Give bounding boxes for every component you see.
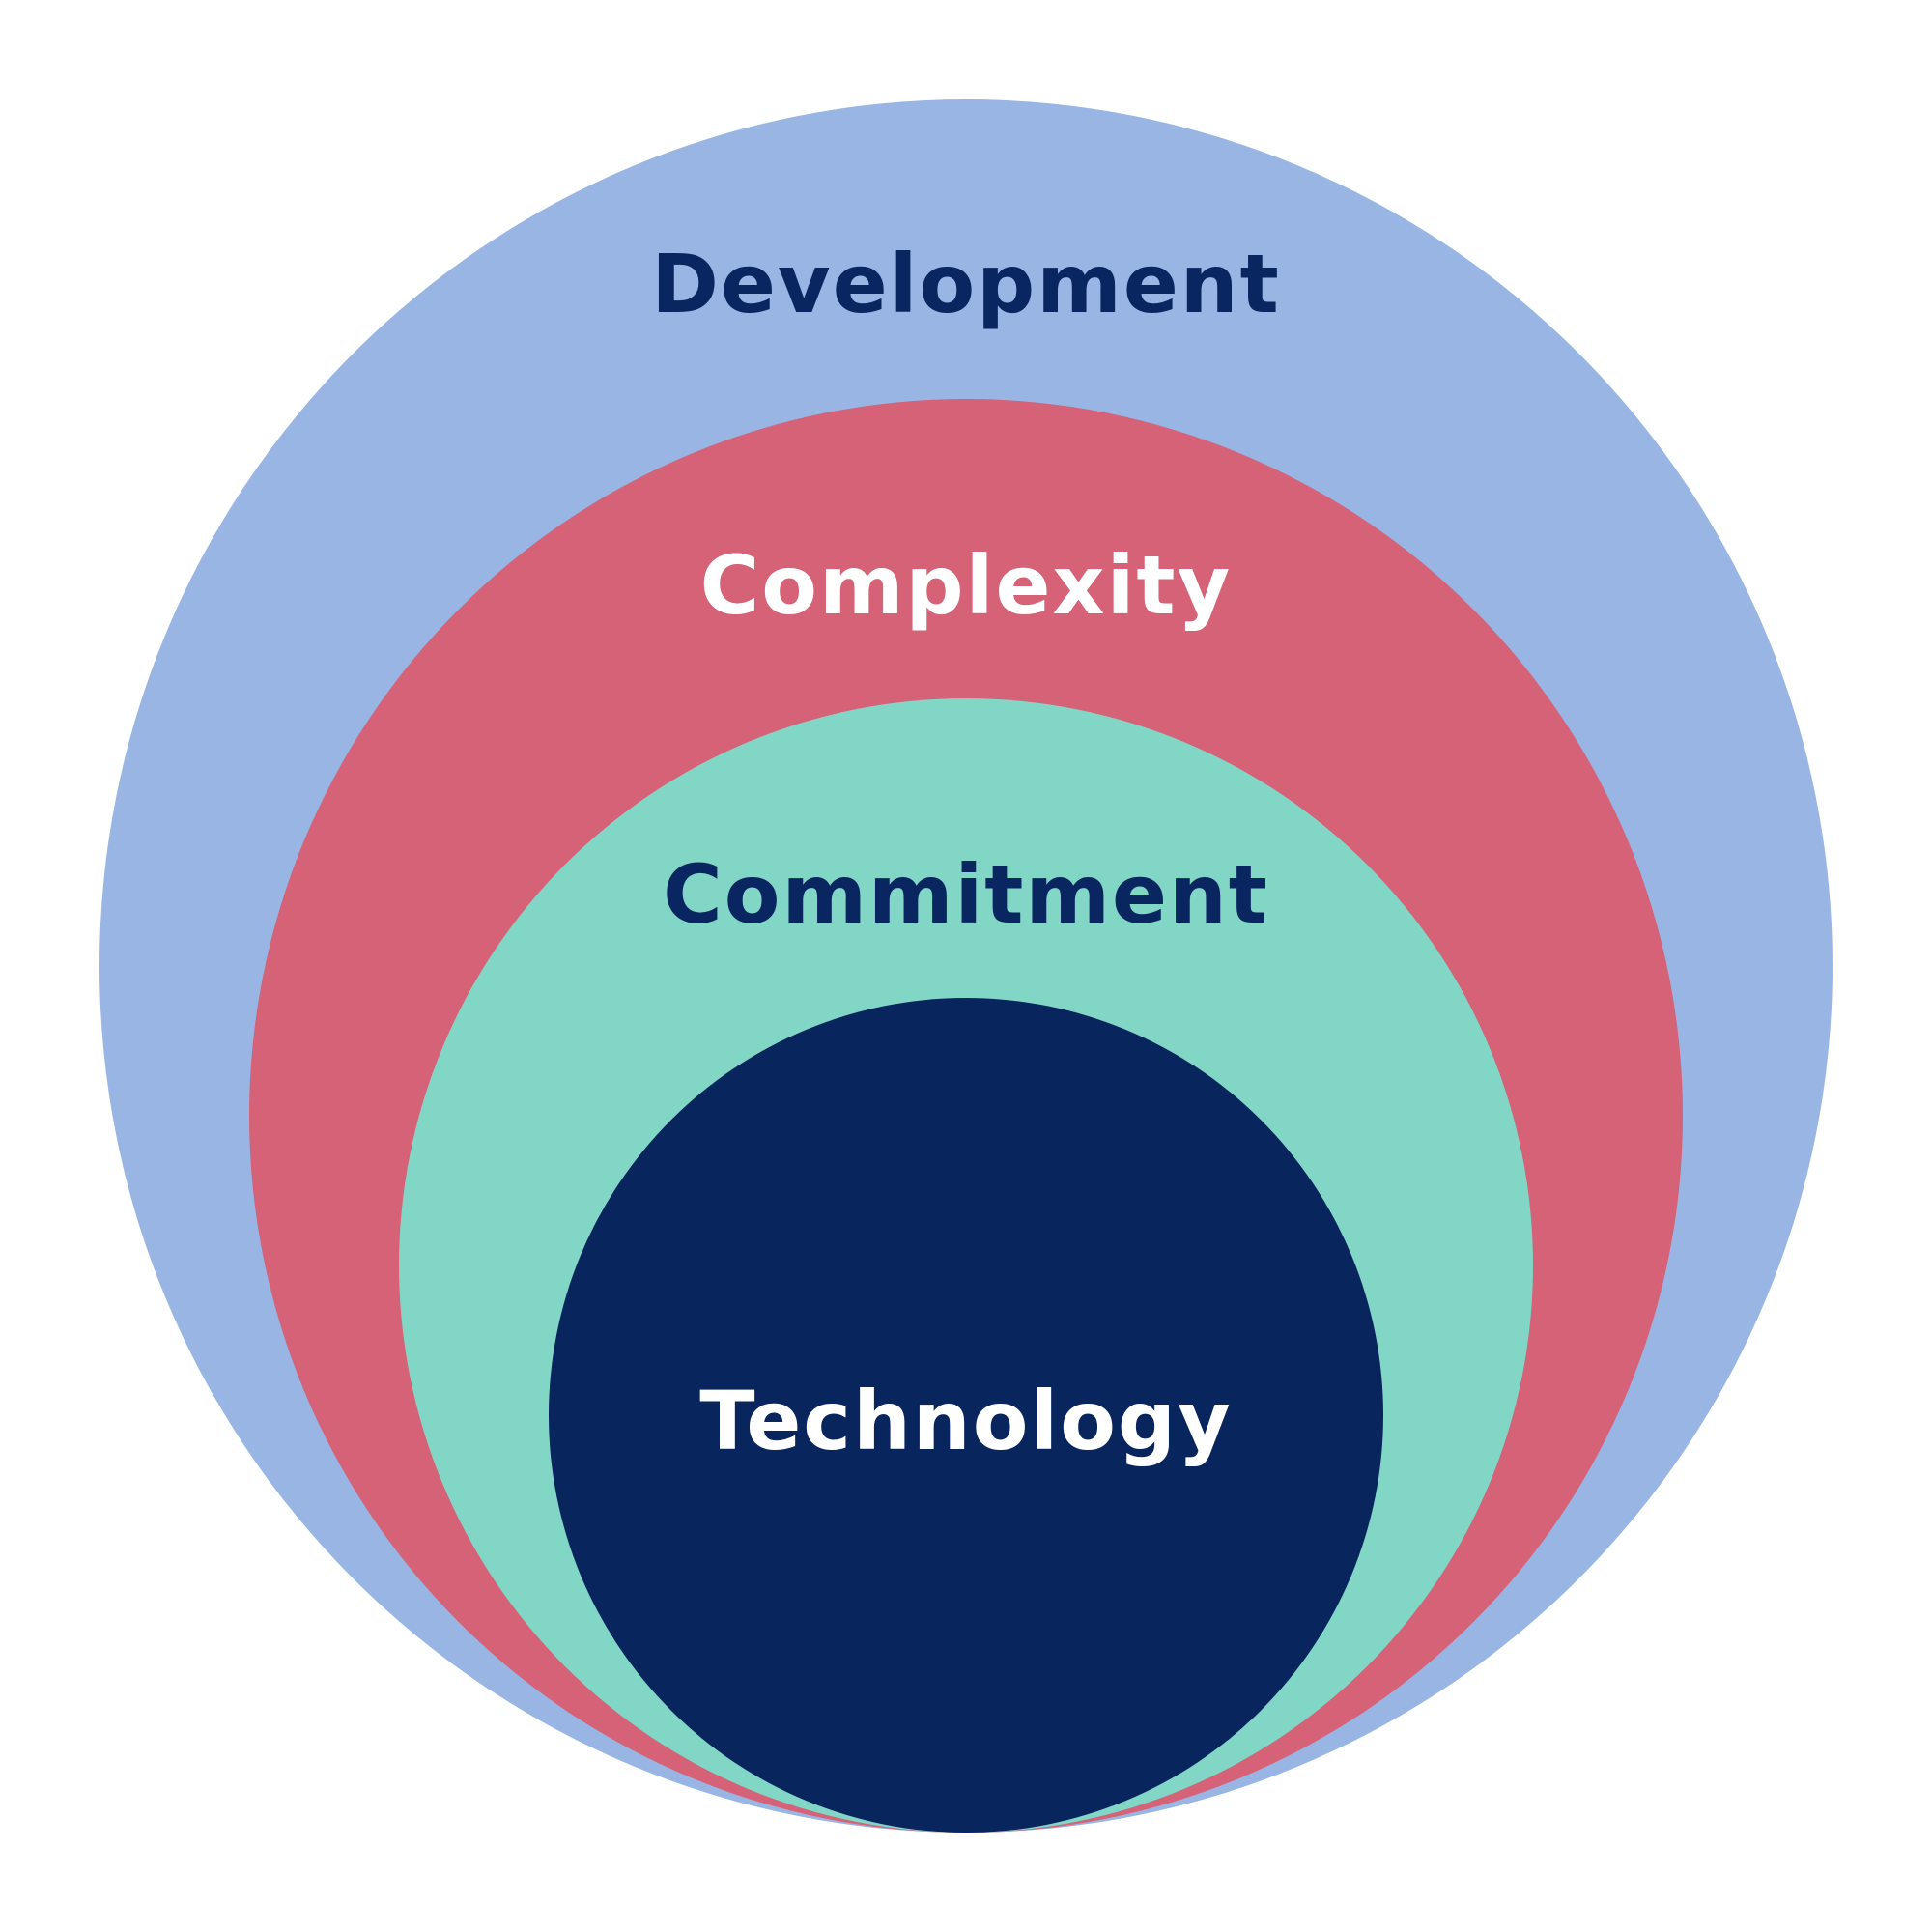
commitment-label: Commitment xyxy=(663,847,1269,942)
technology-label: Technology xyxy=(699,1374,1233,1468)
complexity-label: Complexity xyxy=(700,538,1233,633)
development-label: Development xyxy=(651,237,1281,331)
technology-circle xyxy=(549,998,1383,1833)
